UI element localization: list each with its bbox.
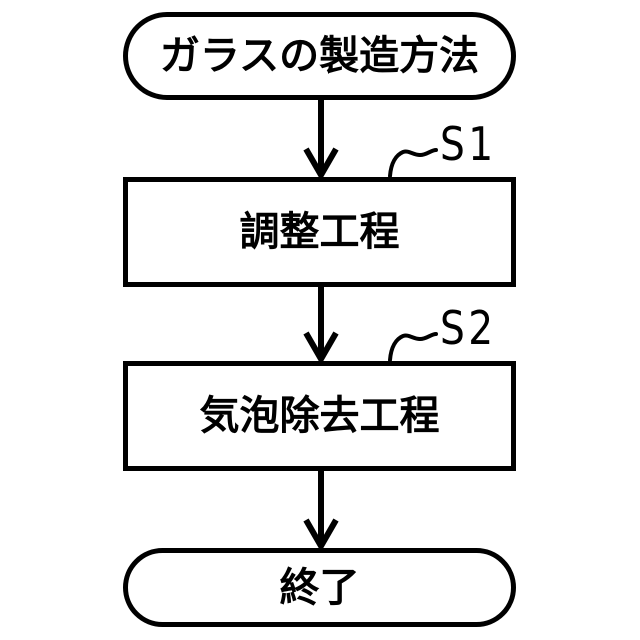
start-terminator-node: ガラスの製造方法: [123, 12, 516, 100]
process-step-1-box: 調整工程: [123, 177, 516, 287]
start-node-label: ガラスの製造方法: [159, 33, 480, 79]
process-step-2-box: 気泡除去工程: [123, 361, 516, 471]
end-node-label: 終了: [279, 564, 360, 611]
end-terminator-node: 終了: [123, 548, 516, 627]
step-id-s2: S2: [440, 301, 497, 355]
down-arrow-2: [303, 285, 339, 366]
s2-reference-squiggle-line: [388, 332, 438, 362]
process-step-2-label: 気泡除去工程: [199, 393, 440, 439]
down-arrow-1: [303, 98, 339, 182]
s1-reference-squiggle-line: [388, 148, 438, 178]
process-step-1-label: 調整工程: [239, 209, 400, 255]
step-id-s1: S1: [440, 117, 497, 171]
down-arrow-3: [303, 469, 339, 553]
